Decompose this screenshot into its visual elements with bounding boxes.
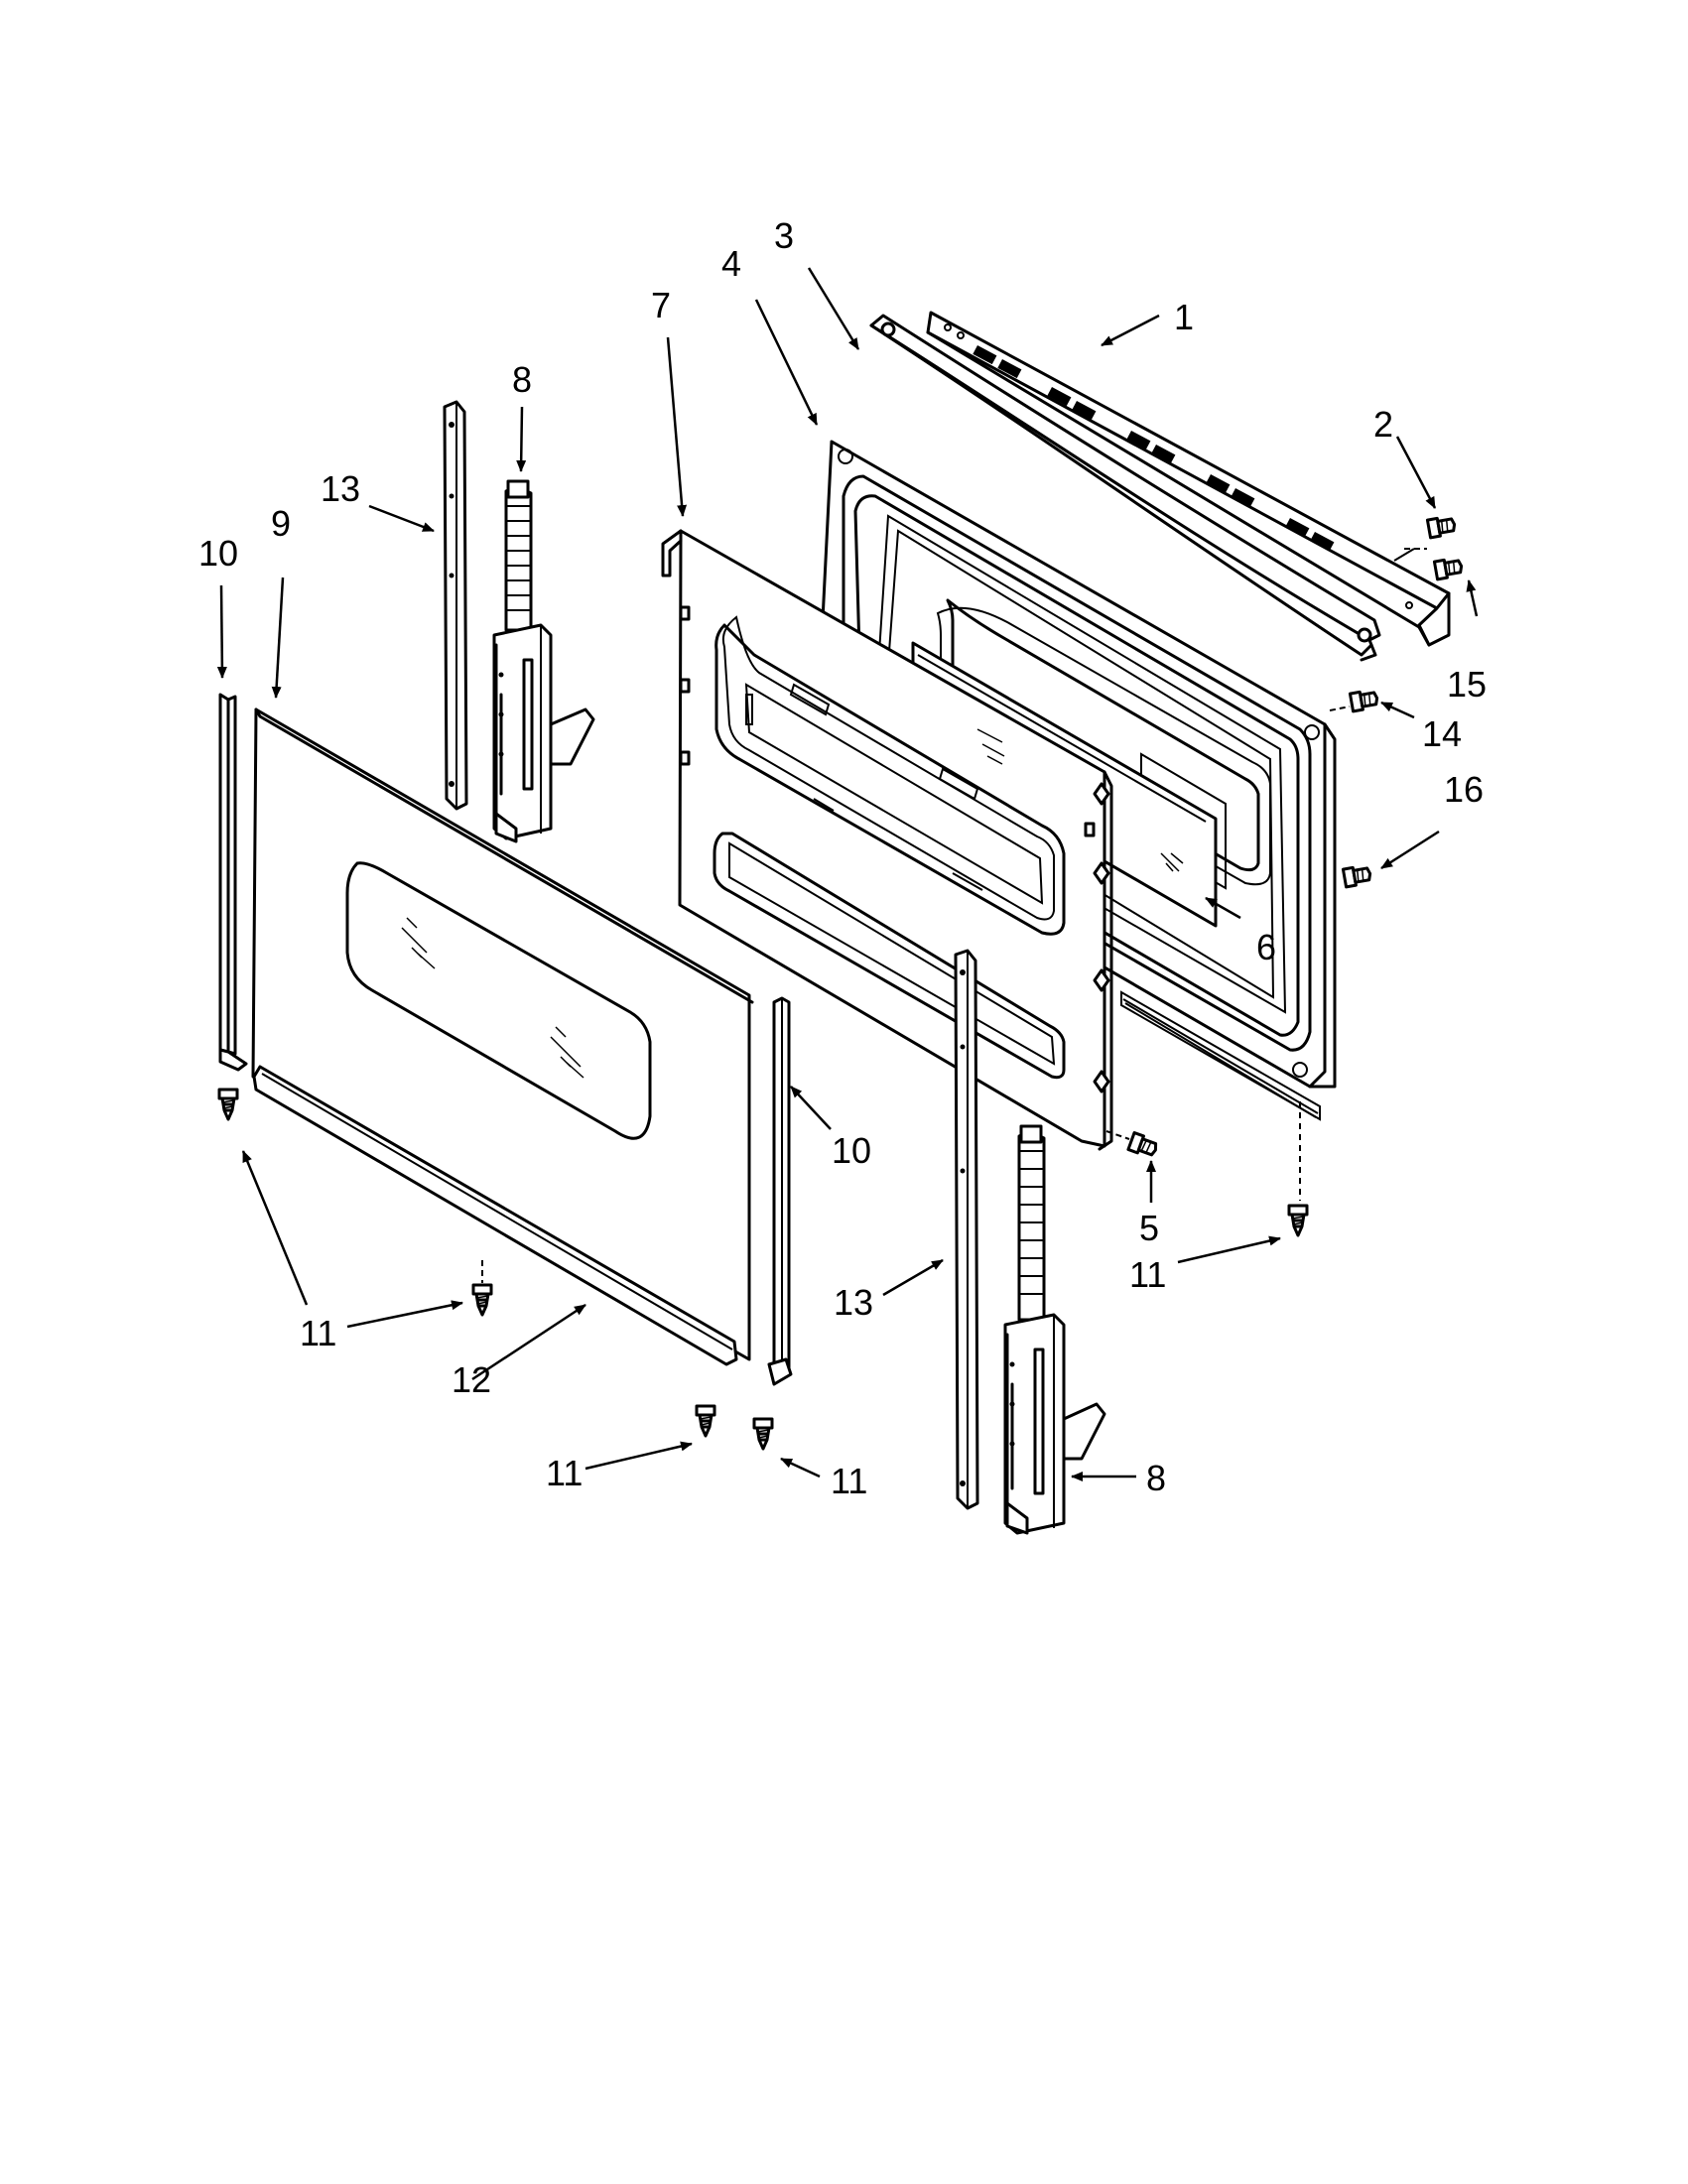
callout-4: 4 [721, 243, 741, 284]
screw-part-16 [1341, 863, 1373, 889]
callout-15: 15 [1447, 664, 1487, 705]
hinge-upper-part-8 [492, 479, 595, 843]
screw-part-11-bottom-right [695, 1404, 716, 1438]
hinge-lower-part-8 [1003, 1124, 1106, 1535]
outer-door-glass-part-9 [251, 707, 754, 1361]
screw-part-2 [1425, 514, 1458, 540]
callout-14: 14 [1422, 713, 1462, 754]
screw-part-11-left [217, 1088, 239, 1121]
callout-11-trim: 11 [831, 1461, 867, 1501]
callout-12: 12 [452, 1359, 491, 1400]
assembly-lines [481, 548, 1427, 1283]
side-trim-right-part-10 [767, 996, 793, 1386]
callout-labels: 1 2 3 4 5 6 7 8 8 9 10 10 11 11 11 11 12… [198, 215, 1487, 1501]
callout-11-frame: 11 [1129, 1254, 1166, 1295]
hinge-receiver-upper-part-13 [443, 400, 468, 811]
screw-part-14 [1348, 688, 1380, 713]
callout-5: 5 [1139, 1208, 1159, 1248]
callout-3: 3 [774, 215, 794, 256]
vent-trim-part-1 [926, 311, 1451, 647]
door-frame-part-7 [661, 529, 1113, 1151]
screw-part-15 [1432, 556, 1465, 581]
callout-1: 1 [1174, 297, 1194, 337]
callout-10-left: 10 [198, 533, 238, 574]
screw-part-11-bottom [471, 1283, 493, 1317]
leader-arrows [216, 267, 1479, 1481]
hinge-receiver-lower-part-13 [954, 949, 979, 1510]
callout-13-upper: 13 [321, 468, 360, 509]
screw-part-11-frame [1287, 1204, 1309, 1237]
callout-16: 16 [1444, 769, 1484, 810]
bottom-trim-part-12 [252, 1065, 738, 1366]
screw-part-5 [1126, 1131, 1161, 1160]
callout-8-lower: 8 [1146, 1458, 1166, 1498]
callout-9: 9 [271, 503, 291, 544]
callout-8-upper: 8 [512, 359, 532, 400]
callout-6: 6 [1256, 927, 1276, 967]
door-handle-part-3 [869, 314, 1381, 662]
callout-11-left: 11 [300, 1313, 336, 1353]
callout-10-right: 10 [832, 1130, 871, 1171]
side-trim-left-part-10 [218, 693, 248, 1072]
callout-7: 7 [651, 285, 671, 325]
callout-13-lower: 13 [834, 1282, 873, 1323]
screw-part-11-trim-right [752, 1417, 774, 1451]
callout-11-bottom: 11 [546, 1453, 583, 1493]
callout-2: 2 [1373, 404, 1393, 445]
